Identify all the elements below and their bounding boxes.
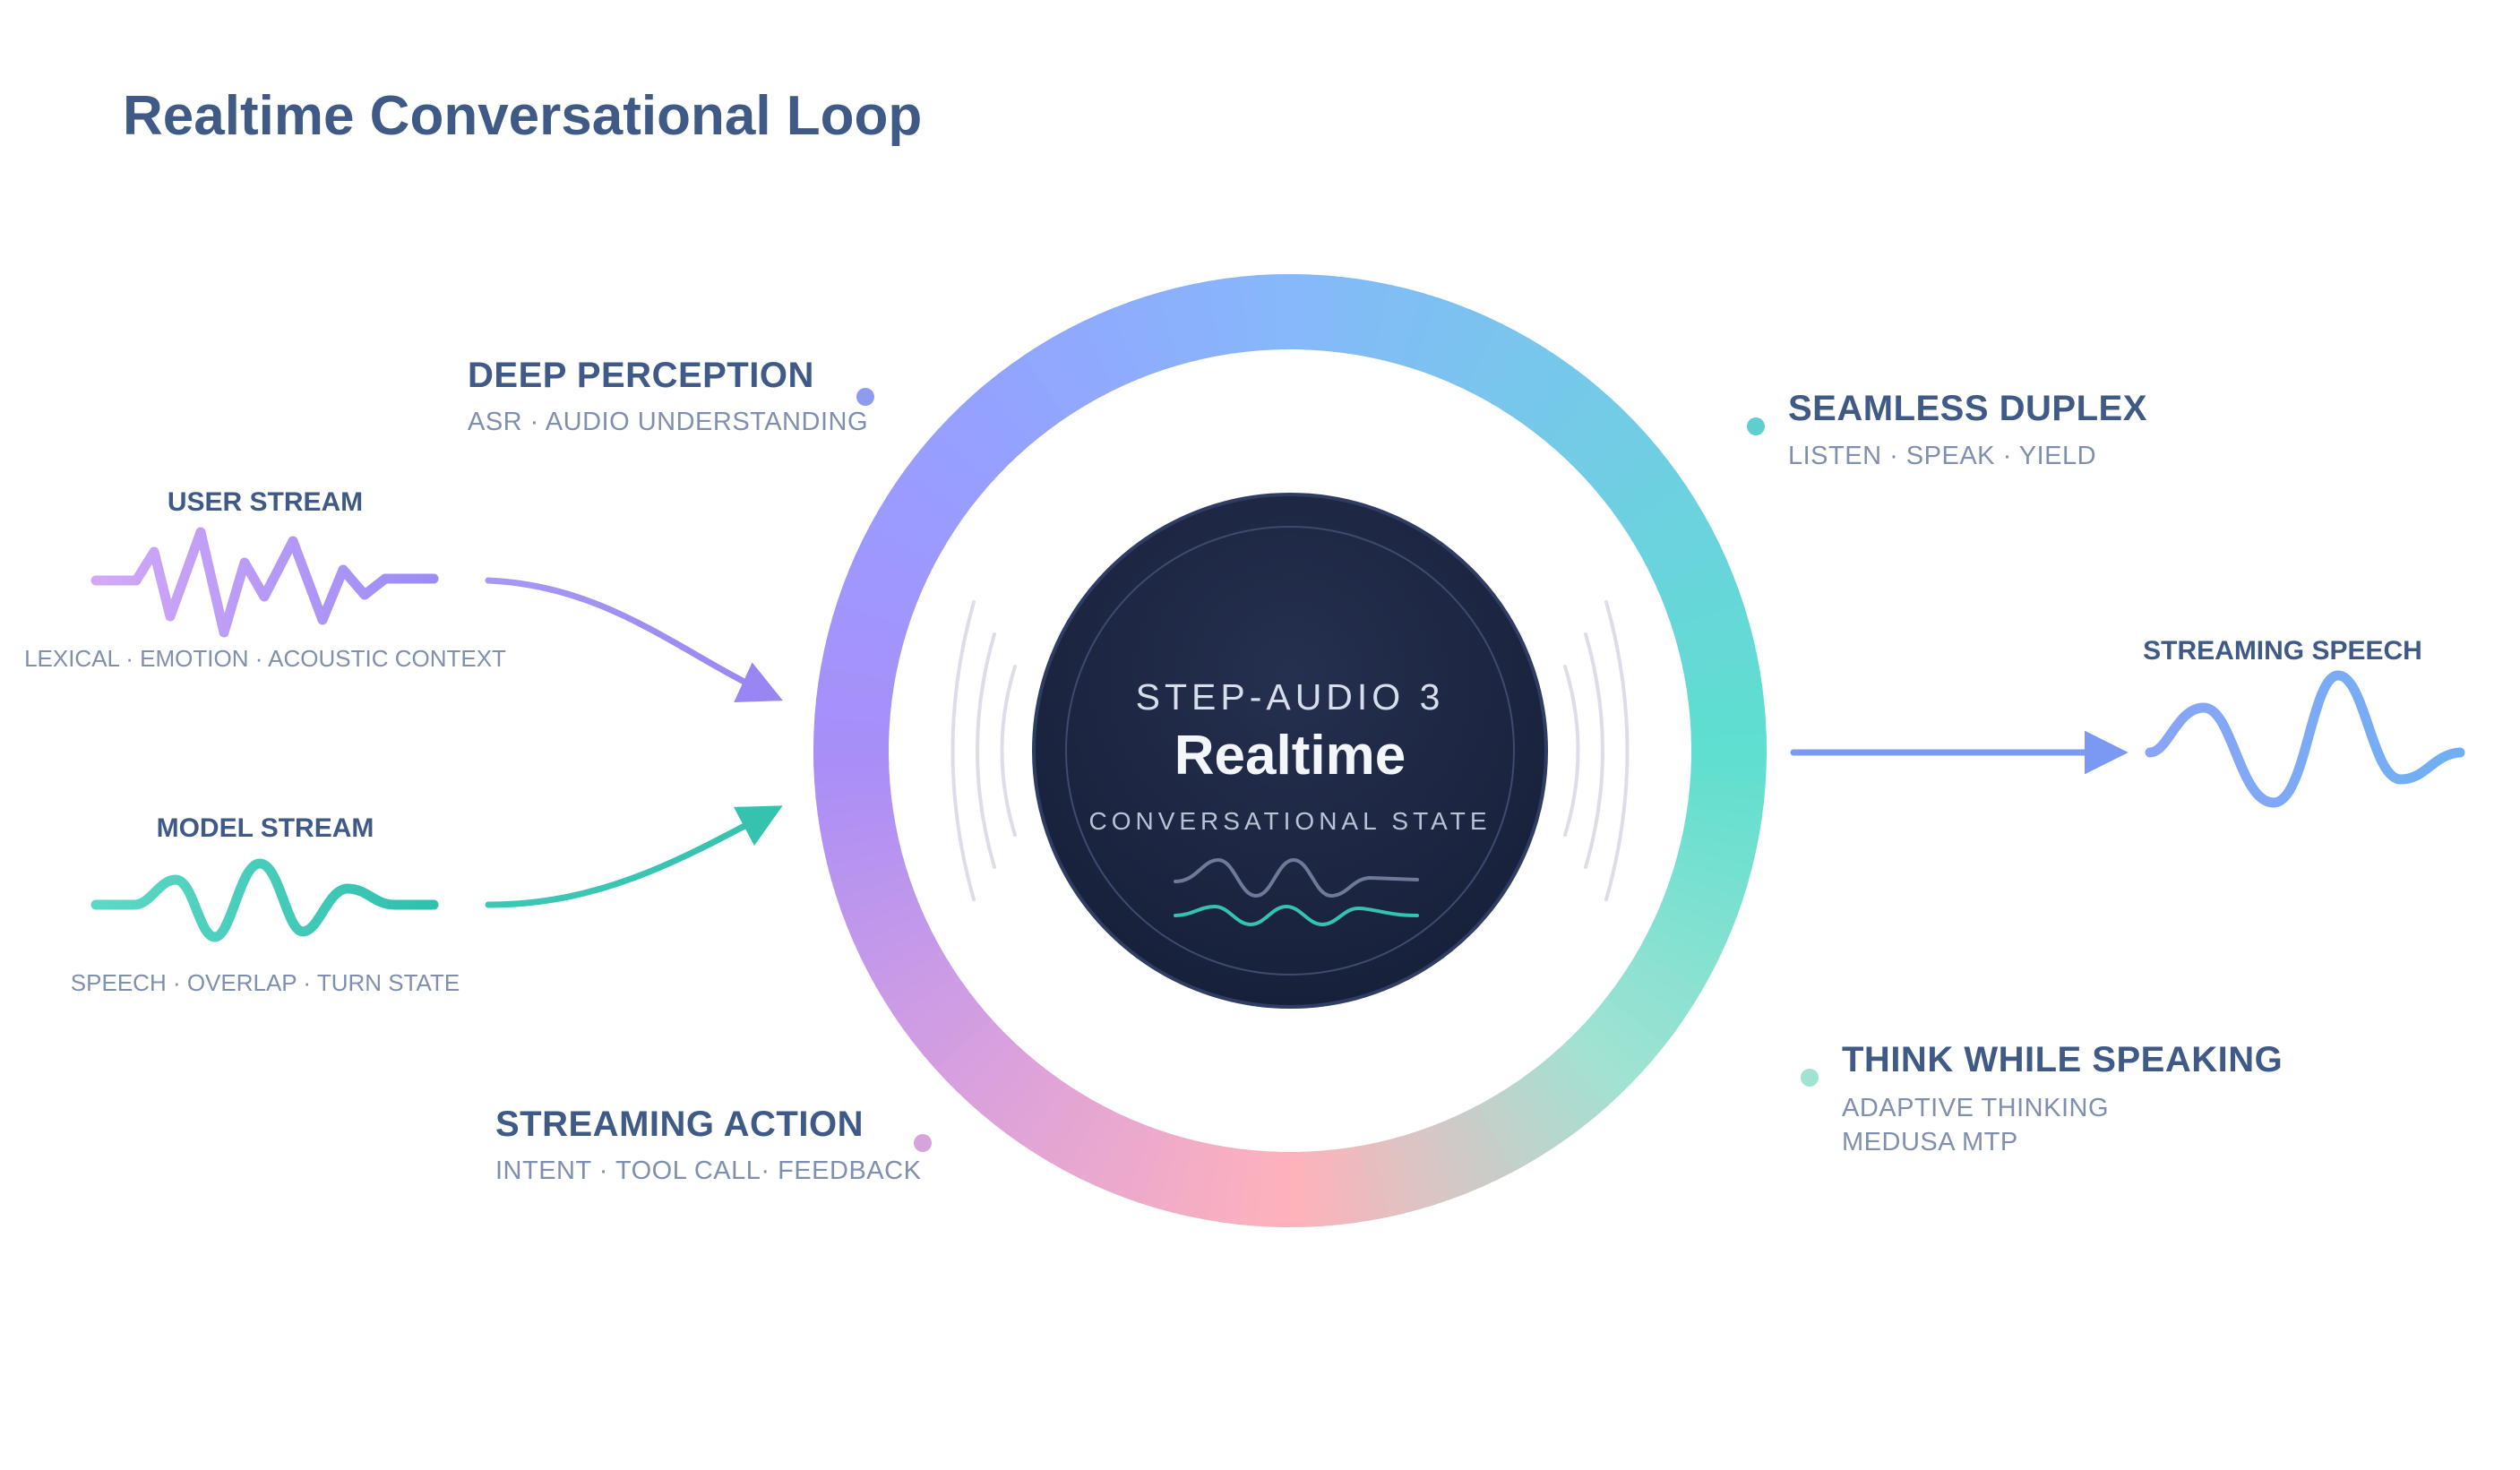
feature-seamless-duplex: SEAMLESS DUPLEX LISTEN · SPEAK · YIELD [1747, 389, 2147, 470]
deep-perception-title: DEEP PERCEPTION [468, 356, 814, 395]
core-subtitle: CONVERSATIONAL STATE [1088, 807, 1491, 835]
think-while-speaking-subtitle-1: ADAPTIVE THINKING [1842, 1094, 2109, 1122]
user-stream-arrow [485, 577, 783, 702]
core-wave-lower [1174, 904, 1419, 927]
feature-streaming-action: STREAMING ACTION INTENT · TOOL CALL· FEE… [495, 1105, 932, 1185]
seamless-duplex-subtitle: LISTEN · SPEAK · YIELD [1788, 442, 2096, 470]
seamless-duplex-dot [1747, 417, 1765, 435]
deep-perception-dot [856, 388, 874, 406]
think-while-speaking-title: THINK WHILE SPEAKING [1842, 1040, 2283, 1079]
seamless-duplex-title: SEAMLESS DUPLEX [1788, 389, 2147, 428]
right-ripple-arcs [1563, 600, 1630, 901]
model-stream-title: MODEL STREAM [157, 813, 374, 843]
feature-think-while-speaking: THINK WHILE SPEAKING ADAPTIVE THINKING M… [1801, 1040, 2283, 1156]
loop-ring [813, 273, 1767, 1228]
model-stream-waveform [90, 858, 439, 942]
think-while-speaking-dot [1801, 1069, 1819, 1087]
user-stream-title: USER STREAM [168, 487, 363, 517]
output-stream: STREAMING SPEECH [1790, 636, 2465, 808]
core-title: Realtime [1174, 725, 1406, 787]
core-state-circle: STEP-AUDIO 3 Realtime CONVERSATIONAL STA… [1032, 493, 1548, 1009]
core-wave-upper [1174, 857, 1419, 898]
streaming-action-subtitle: INTENT · TOOL CALL· FEEDBACK [495, 1156, 922, 1185]
user-stream-waveform [90, 527, 439, 638]
model-stream: MODEL STREAM SPEECH · OVERLAP · TURN STA… [71, 805, 783, 996]
core-model-name: STEP-AUDIO 3 [1136, 676, 1445, 718]
user-stream-subtitle: LEXICAL · EMOTION · ACOUSTIC CONTEXT [24, 645, 506, 672]
streaming-speech-waveform [2145, 670, 2465, 808]
model-stream-subtitle: SPEECH · OVERLAP · TURN STATE [71, 969, 460, 996]
think-while-speaking-subtitle-2: MEDUSA MTP [1842, 1128, 2018, 1156]
model-stream-arrow [485, 805, 783, 908]
streaming-action-title: STREAMING ACTION [495, 1105, 864, 1144]
streaming-speech-title: STREAMING SPEECH [2143, 636, 2422, 666]
left-ripple-arcs [950, 600, 1017, 901]
streaming-action-dot [914, 1134, 932, 1152]
deep-perception-subtitle: ASR · AUDIO UNDERSTANDING [468, 408, 868, 436]
page-title: Realtime Conversational Loop [123, 85, 922, 147]
user-stream: USER STREAM LEXICAL · EMOTION · ACOUSTIC… [24, 487, 783, 702]
feature-deep-perception: DEEP PERCEPTION ASR · AUDIO UNDERSTANDIN… [468, 356, 874, 436]
